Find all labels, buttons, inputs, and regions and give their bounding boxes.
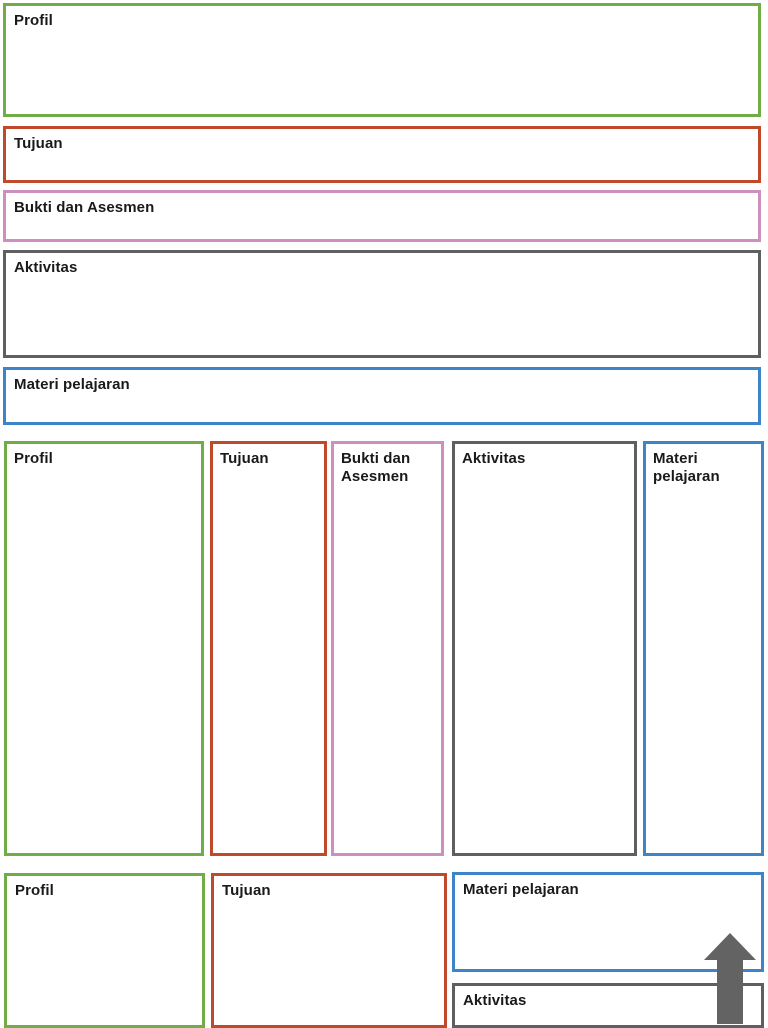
column-box-bukti[interactable]: Bukti dan Asesmen <box>331 441 444 856</box>
column-box-tujuan-label: Tujuan <box>220 450 269 467</box>
column-box-materi[interactable]: Materi pelajaran <box>643 441 764 856</box>
column-box-materi-label: Materi pelajaran <box>653 450 720 486</box>
bottom-box-profil[interactable]: Profil <box>4 873 205 1028</box>
column-box-profil[interactable]: Profil <box>4 441 204 856</box>
bottom-box-materi[interactable]: Materi pelajaran <box>452 872 764 972</box>
stacked-box-tujuan[interactable]: Tujuan <box>3 126 761 183</box>
column-box-tujuan[interactable]: Tujuan <box>210 441 327 856</box>
column-box-profil-label: Profil <box>14 450 53 467</box>
stacked-box-aktivitas-label: Aktivitas <box>14 259 78 276</box>
stacked-box-aktivitas[interactable]: Aktivitas <box>3 250 761 358</box>
bottom-box-aktivitas[interactable]: Aktivitas <box>452 983 764 1028</box>
bottom-box-profil-label: Profil <box>15 882 54 899</box>
bottom-box-aktivitas-label: Aktivitas <box>463 992 527 1009</box>
column-box-aktivitas[interactable]: Aktivitas <box>452 441 637 856</box>
stacked-box-materi-label: Materi pelajaran <box>14 376 130 393</box>
column-box-bukti-label: Bukti dan Asesmen <box>341 450 411 486</box>
stacked-box-tujuan-label: Tujuan <box>14 135 63 152</box>
stacked-box-bukti-label: Bukti dan Asesmen <box>14 199 155 216</box>
stacked-box-profil-label: Profil <box>14 12 53 29</box>
bottom-box-tujuan-label: Tujuan <box>222 882 271 899</box>
column-box-aktivitas-label: Aktivitas <box>462 450 526 467</box>
stacked-box-materi[interactable]: Materi pelajaran <box>3 367 761 425</box>
stacked-box-bukti[interactable]: Bukti dan Asesmen <box>3 190 761 242</box>
stacked-box-profil[interactable]: Profil <box>3 3 761 117</box>
bottom-box-tujuan[interactable]: Tujuan <box>211 873 447 1028</box>
bottom-box-materi-label: Materi pelajaran <box>463 881 579 898</box>
